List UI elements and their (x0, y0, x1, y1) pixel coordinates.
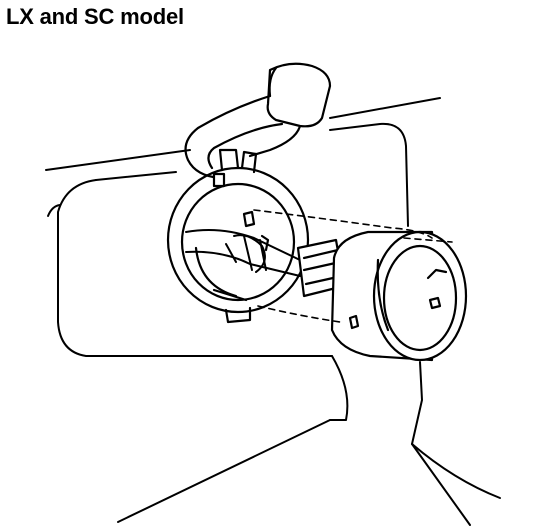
socket-cover-cap (184, 62, 332, 180)
page-title: LX and SC model (6, 4, 184, 29)
wire-harness (185, 229, 301, 277)
console-panel (45, 97, 501, 526)
socket-holder-ring (166, 148, 310, 324)
socket-cylinder (330, 230, 468, 362)
removal-guide-lines (253, 209, 453, 323)
